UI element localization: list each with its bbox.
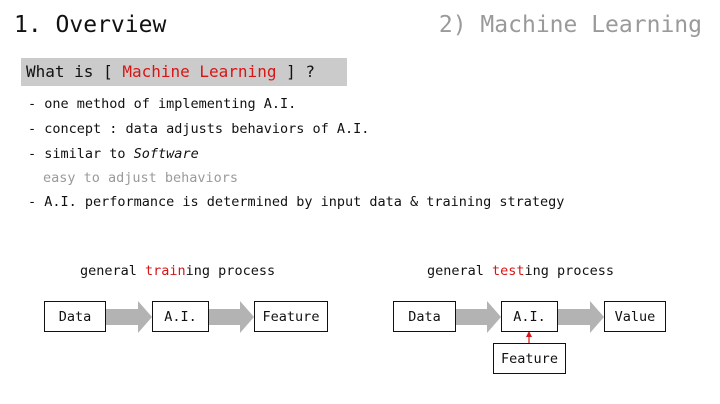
bullet-3: - similar to Software — [28, 146, 199, 162]
testing-arrow-2 — [558, 301, 604, 333]
training-data-box: Data — [44, 301, 106, 332]
testing-feature-box: Feature — [493, 343, 566, 374]
question-highlight: Machine Learning — [122, 62, 277, 81]
bullet-1: - one method of implementing A.I. — [28, 96, 297, 112]
testing-value-box: Value — [604, 301, 666, 332]
feature-input-arrow-head — [526, 331, 532, 337]
testing-label-pre: general — [427, 263, 493, 279]
bullet-3-emphasis: Software — [133, 146, 199, 162]
testing-ai-box: A.I. — [501, 301, 558, 332]
training-ai-box: A.I. — [152, 301, 209, 332]
training-process-label: general training process — [80, 263, 275, 279]
testing-data-box: Data — [393, 301, 456, 332]
training-arrow-2 — [209, 301, 254, 333]
question-prefix: What is [ — [26, 62, 123, 81]
training-arrow-1 — [106, 301, 152, 333]
section-title: 2) Machine Learning — [438, 12, 702, 38]
testing-label-post: ing process — [524, 263, 614, 279]
testing-label-highlight: test — [492, 263, 525, 279]
bullet-sub: easy to adjust behaviors — [43, 170, 239, 186]
training-label-pre: general — [80, 263, 146, 279]
testing-process-label: general testing process — [427, 263, 614, 279]
training-feature-box: Feature — [254, 301, 328, 332]
training-label-post: ing process — [185, 263, 276, 279]
question-text: What is [ Machine Learning ] ? — [26, 62, 315, 81]
bullet-4: - A.I. performance is determined by inpu… — [28, 194, 565, 210]
bullet-2: - concept : data adjusts behaviors of A.… — [28, 121, 370, 137]
slide-title: 1. Overview — [14, 12, 167, 38]
question-banner — [21, 58, 347, 86]
training-label-highlight: train — [145, 263, 186, 279]
question-suffix: ] ? — [276, 62, 315, 81]
bullet-3-text: - similar to — [28, 146, 134, 162]
testing-arrow-1 — [456, 301, 501, 333]
